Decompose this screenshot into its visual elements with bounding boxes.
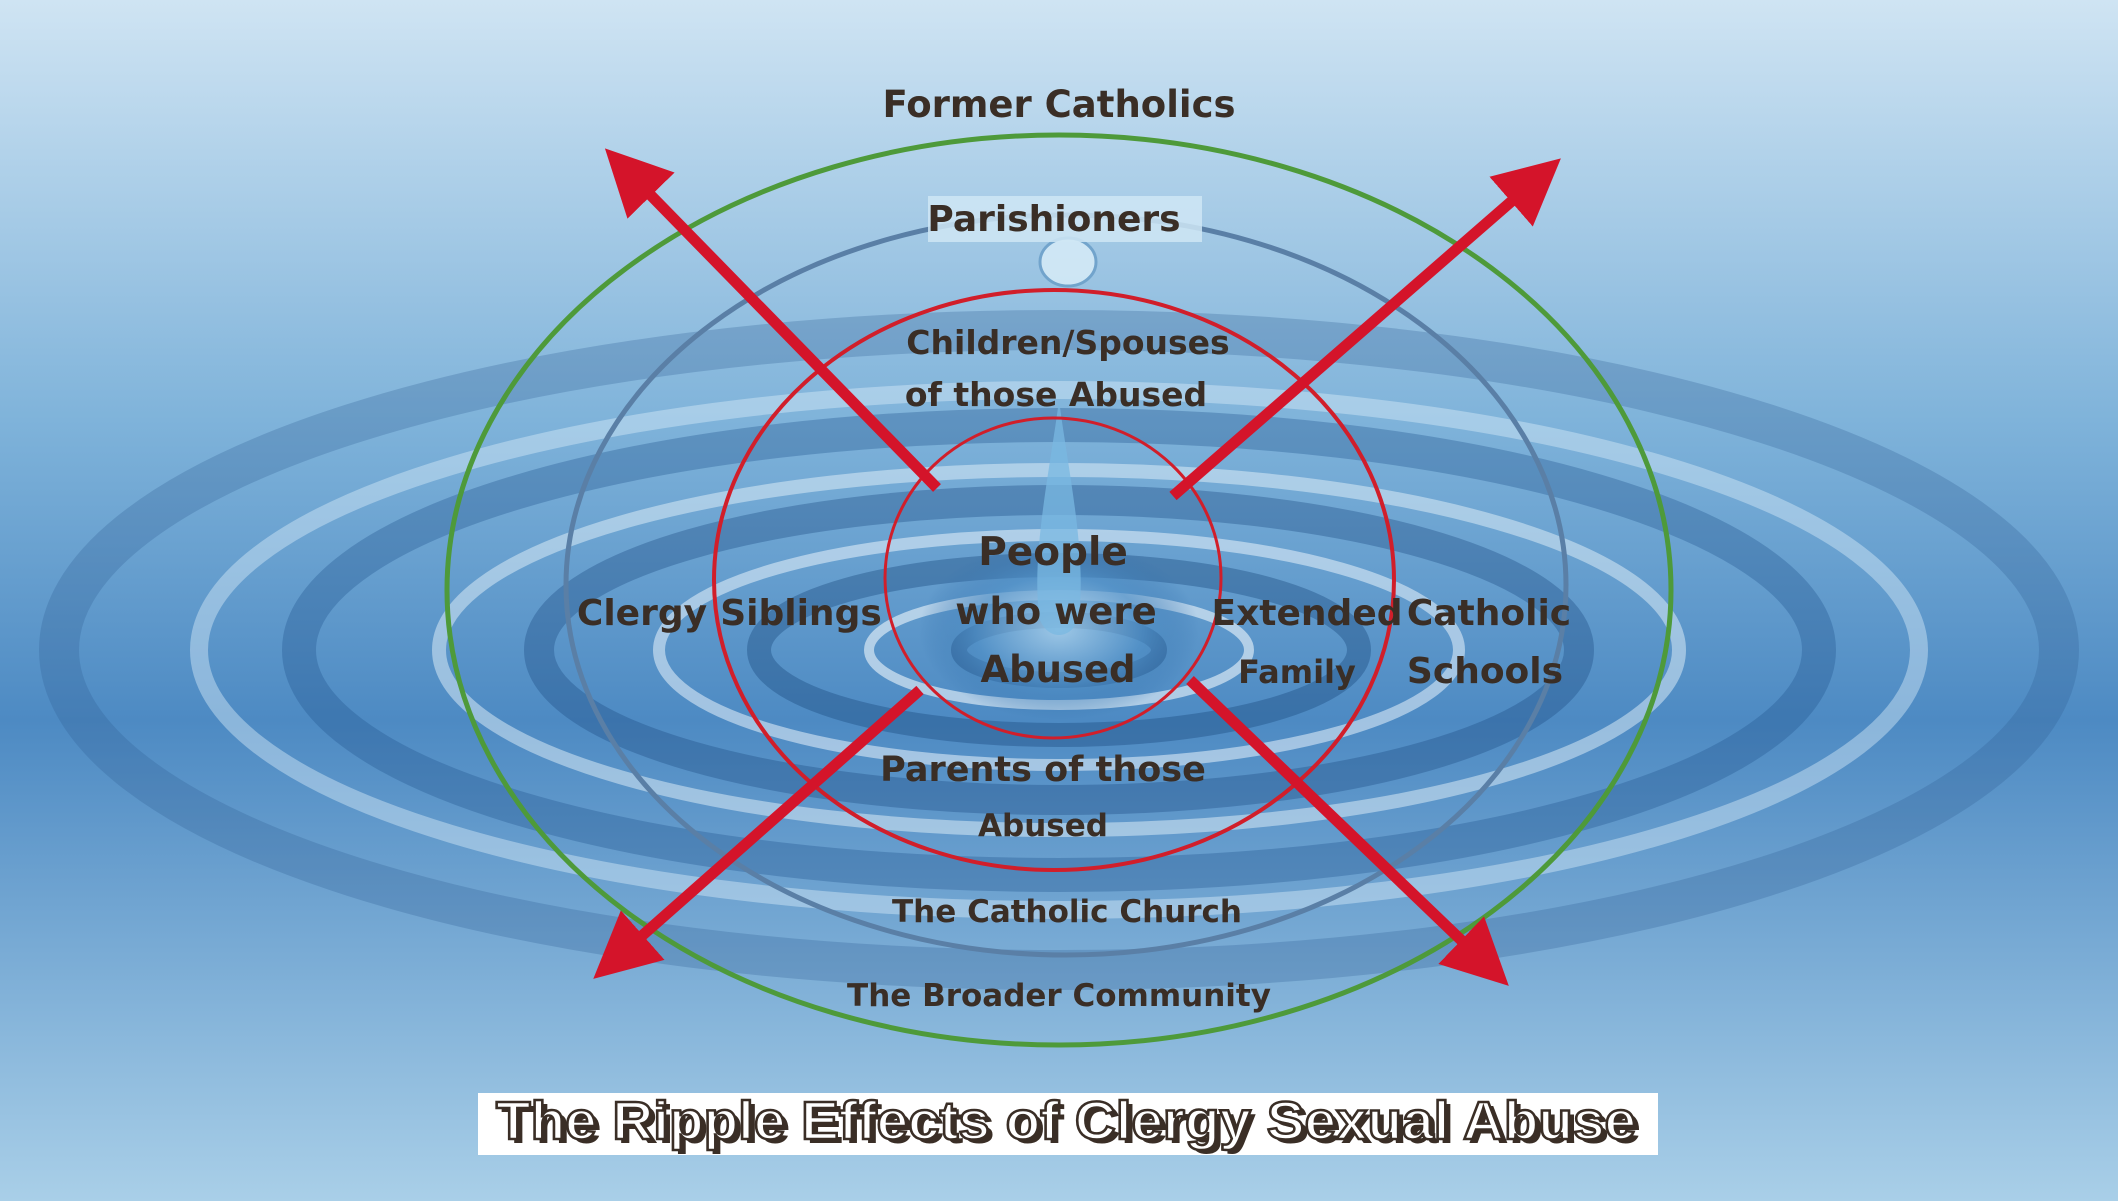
label-catholic: Catholic bbox=[1407, 593, 1571, 634]
label-extended: Extended bbox=[1211, 593, 1402, 634]
arrow-down-right bbox=[1186, 676, 1509, 986]
label-parents-2: Abused bbox=[978, 808, 1108, 844]
title-box bbox=[478, 1093, 1658, 1155]
label-broader-community: The Broader Community bbox=[847, 978, 1271, 1014]
label-children-spouses-2: of those Abused bbox=[905, 375, 1207, 414]
label-former-catholics: Former Catholics bbox=[882, 83, 1235, 126]
label-clergy: Clergy bbox=[577, 593, 707, 634]
arrow-down-left bbox=[593, 685, 924, 979]
arrow-up-left bbox=[604, 148, 941, 492]
label-people-3: Abused bbox=[980, 648, 1135, 691]
ring-former-catholics bbox=[444, 132, 1674, 1048]
label-schools: Schools bbox=[1407, 651, 1563, 692]
label-siblings: Siblings bbox=[720, 593, 882, 634]
arrow-up-right bbox=[1169, 158, 1561, 501]
diagram-title: The Ripple Effects of Clergy Sexual Abus… bbox=[496, 1091, 1636, 1151]
label-parishioners: Parishioners bbox=[927, 199, 1180, 240]
ring-people-abused bbox=[883, 416, 1223, 740]
label-children-spouses-1: Children/Spouses bbox=[906, 323, 1229, 362]
ripple-arrows bbox=[593, 148, 1561, 986]
parishioners-label-bg bbox=[928, 196, 1202, 242]
label-parents-1: Parents of those bbox=[880, 750, 1206, 790]
label-family: Family bbox=[1238, 653, 1356, 691]
ring-children-spouses bbox=[712, 288, 1396, 872]
label-people-2: who were bbox=[955, 590, 1156, 633]
label-people-1: People bbox=[978, 530, 1128, 575]
label-catholic-church: The Catholic Church bbox=[892, 894, 1242, 930]
diagram-title-shadow: The Ripple Effects of Clergy Sexual Abus… bbox=[501, 1095, 1641, 1155]
